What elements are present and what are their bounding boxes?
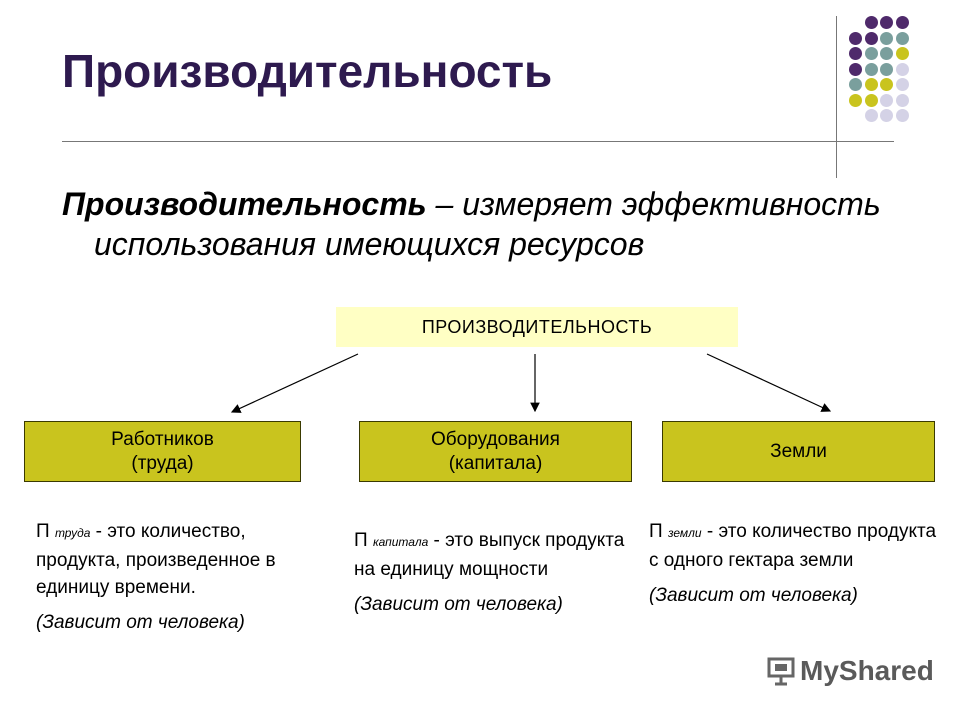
desc-labor-sub: труда (54, 526, 91, 540)
definition: Производительность – измеряет эффективно… (62, 184, 952, 264)
decorative-dot (895, 16, 909, 29)
decorative-dot (864, 62, 878, 76)
arrow-to-labor (230, 353, 359, 413)
decorative-dot (895, 93, 909, 107)
decorative-dot (895, 62, 909, 76)
node-capital-line2: (капитала) (448, 452, 543, 474)
decorative-dot (895, 47, 909, 60)
desc-capital-p: П (354, 530, 368, 551)
node-labor-line2: (труда) (131, 452, 194, 474)
decorative-dot (880, 93, 893, 107)
decorative-dot (895, 109, 909, 122)
slide-title: Производительность (62, 45, 553, 97)
decorative-dot (849, 62, 862, 76)
description-land: П земли - это количество продукта с одно… (649, 518, 949, 609)
decorative-dot (849, 93, 862, 107)
arrow-to-land (706, 353, 832, 412)
desc-capital-sub: капитала (372, 535, 429, 549)
desc-labor-note: (Зависит от человека) (36, 612, 245, 633)
decorative-dot (864, 78, 878, 91)
decorative-dot (864, 93, 878, 107)
presentation-icon (767, 657, 795, 686)
node-land-line1: Земли (770, 440, 827, 462)
decorative-dot (849, 31, 862, 45)
definition-term: Производительность (62, 186, 427, 222)
decorative-dot (880, 78, 893, 91)
decorative-dot (880, 62, 893, 76)
myshared-watermark: MyShared (766, 654, 934, 688)
node-capital: Оборудования (капитала) (359, 421, 632, 482)
decorative-dot (864, 31, 878, 45)
horizontal-divider (62, 141, 894, 142)
decorative-dot (864, 47, 878, 60)
decorative-dot (864, 109, 878, 122)
watermark-text: MyShared (800, 655, 934, 686)
node-land: Земли (662, 421, 935, 482)
top-node-productivity: ПРОИЗВОДИТЕЛЬНОСТЬ (336, 307, 738, 347)
decorative-dot (880, 47, 893, 60)
vertical-divider (836, 16, 837, 178)
desc-labor-p: П (36, 521, 50, 542)
decorative-dot (895, 31, 909, 45)
definition-rest: – измеряет эффективность (426, 186, 881, 222)
desc-capital-text: - это выпуск продукта на единицу мощност… (354, 530, 625, 580)
desc-land-sub: земли (667, 526, 702, 540)
definition-line2: использования имеющихся ресурсов (94, 226, 645, 262)
desc-land-text: - это количество продукта с одного гекта… (649, 521, 937, 571)
desc-land-p: П (649, 521, 663, 542)
decorative-dot (849, 47, 862, 60)
node-capital-line1: Оборудования (431, 428, 560, 450)
desc-land-note: (Зависит от человека) (649, 585, 858, 606)
decorative-dot (880, 109, 893, 122)
decorative-dot (849, 78, 862, 91)
decorative-dot (880, 16, 893, 29)
decorative-dot (895, 78, 909, 91)
decorative-dot (864, 16, 878, 29)
node-labor-line1: Работников (111, 428, 214, 450)
desc-labor-text: - это количество, продукта, произведенно… (36, 521, 276, 598)
decorative-dot (880, 31, 893, 45)
node-labor: Работников (труда) (24, 421, 301, 482)
desc-capital-note: (Зависит от человека) (354, 594, 563, 615)
description-capital: П капитала - это выпуск продукта на един… (354, 527, 644, 618)
description-labor: П труда - это количество, продукта, прои… (36, 518, 326, 636)
